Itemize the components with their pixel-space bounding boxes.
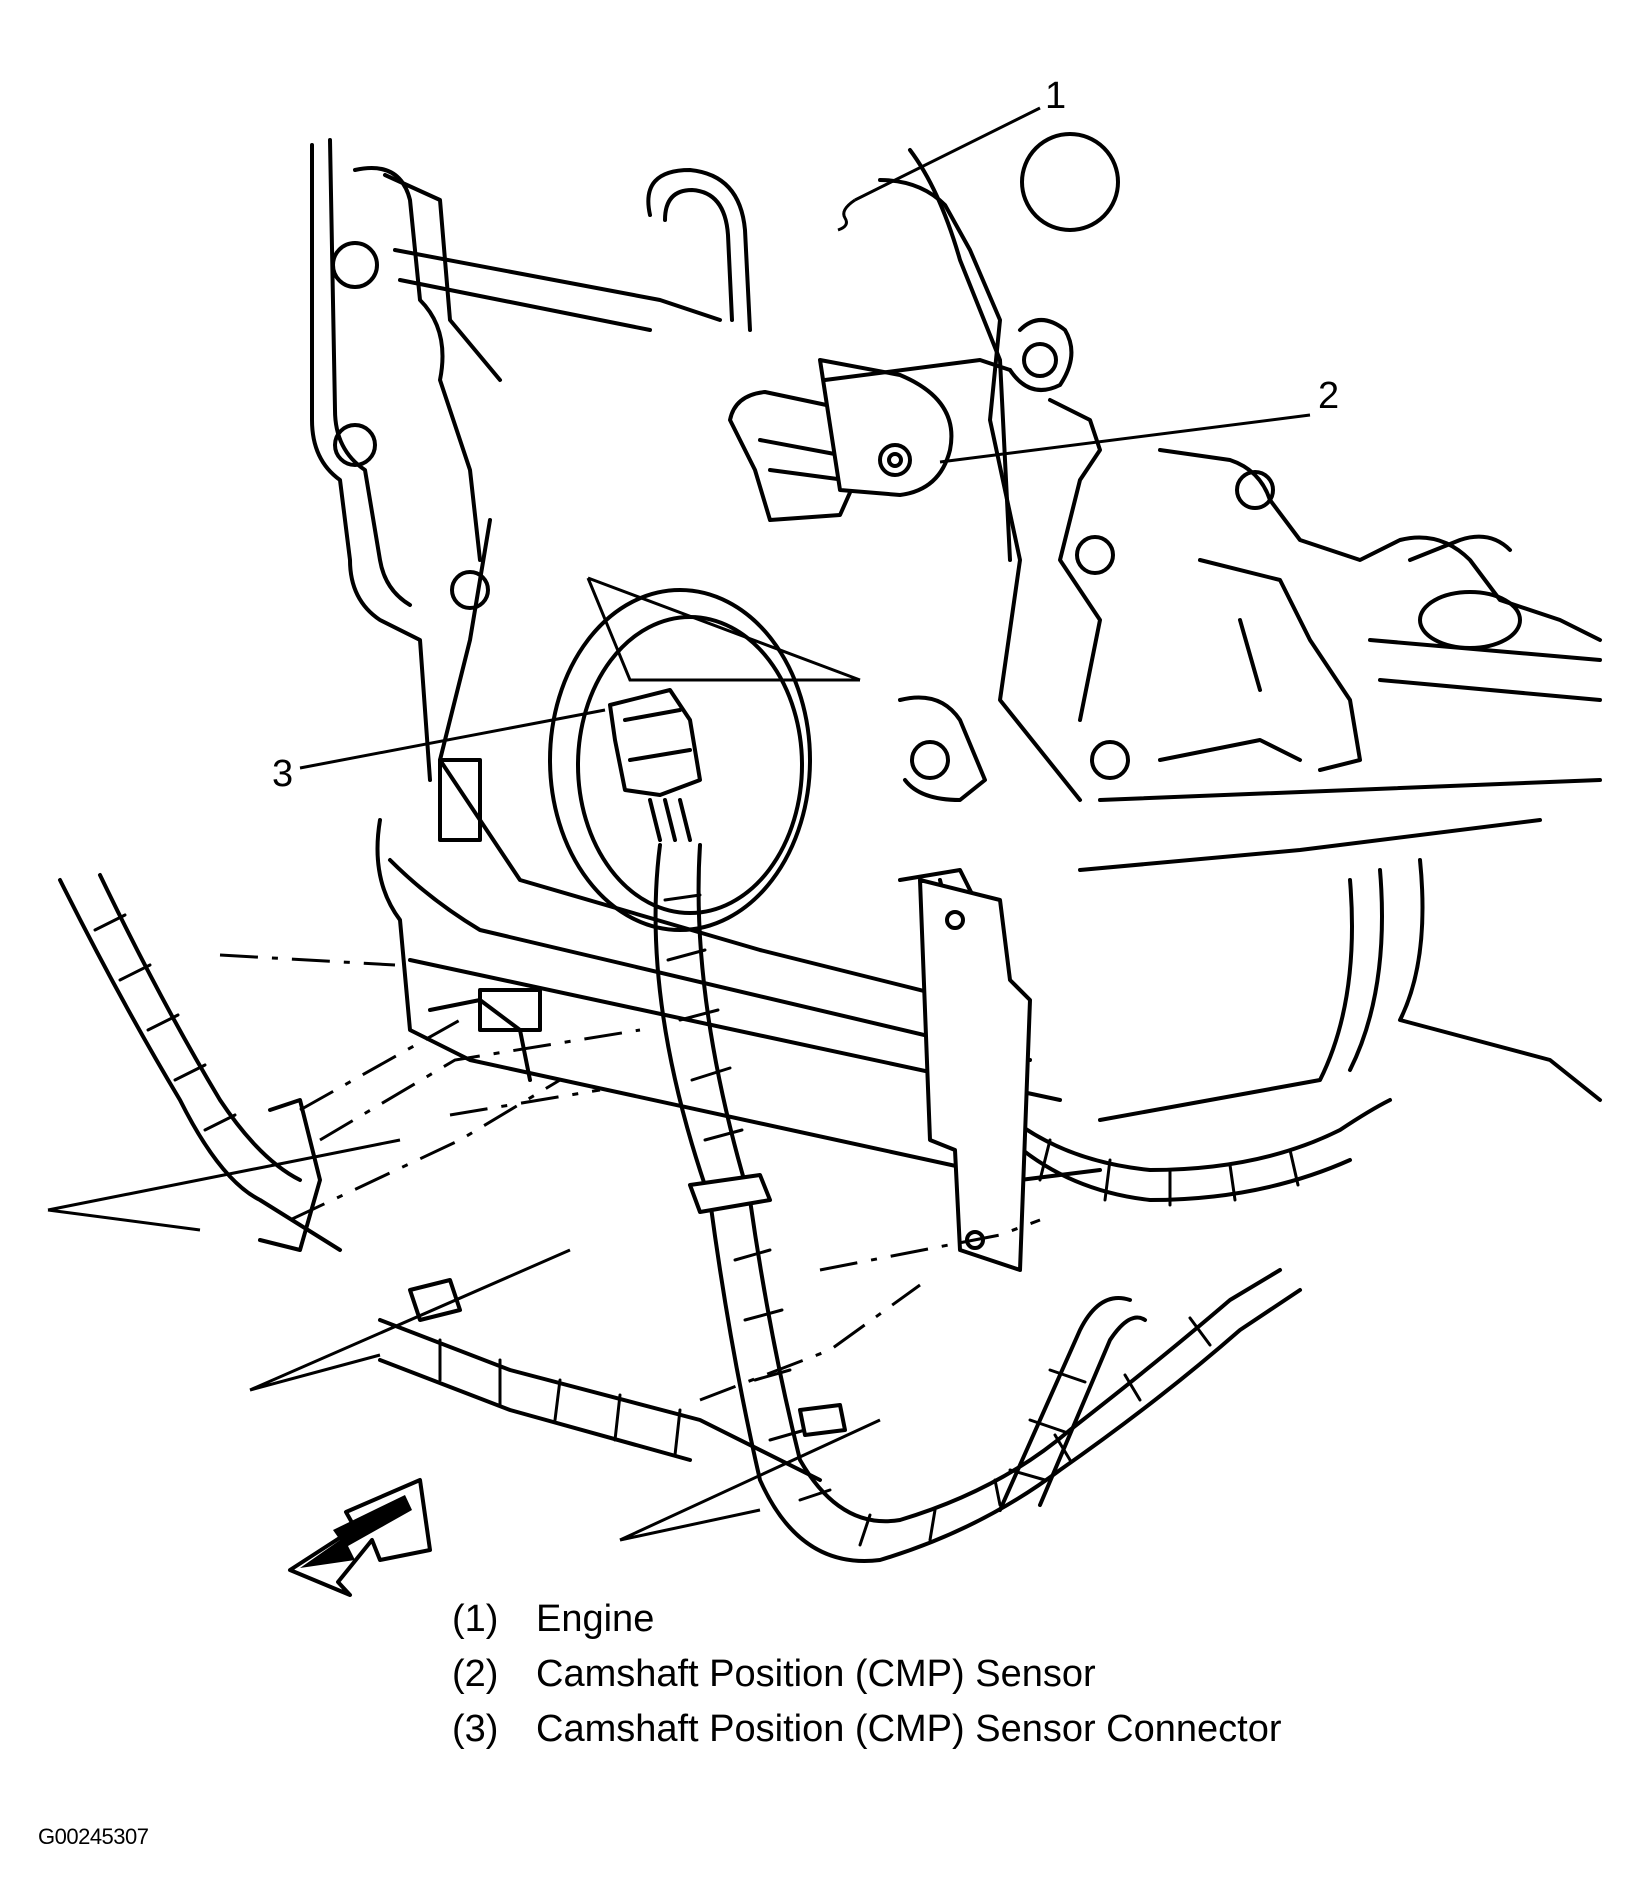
legend-label: Camshaft Position (CMP) Sensor Connector	[536, 1708, 1282, 1750]
legend-number: (1)	[452, 1598, 499, 1640]
front-direction-arrow-icon	[288, 1478, 432, 1597]
legend-item-cmp-sensor-connector: (3) Camshaft Position (CMP) Sensor Connec…	[452, 1702, 1282, 1757]
figure-id: G00245307	[38, 1824, 149, 1849]
legend: (1) Engine (2) Camshaft Position (CMP) Sen…	[452, 1592, 1282, 1757]
wiring-harness	[58, 843, 1392, 1563]
harness-bracket	[918, 878, 1032, 1272]
legend-number: (3)	[452, 1708, 499, 1750]
cmp-sensor	[728, 358, 1012, 522]
engine-block-left	[310, 138, 722, 782]
callout-leaders	[299, 106, 1311, 770]
location-dash-lines	[219, 953, 1041, 1402]
legend-label: Camshaft Position (CMP) Sensor	[536, 1653, 1096, 1695]
callout-2: 2	[1318, 375, 1339, 417]
callout-number-1: 1	[1045, 75, 1066, 117]
fastener-leaders	[47, 576, 881, 1542]
callout-number-2: 2	[1318, 375, 1339, 417]
cmp-sensor-connector	[608, 688, 702, 842]
callout-3: 3	[272, 753, 293, 795]
legend-label: Engine	[536, 1598, 655, 1640]
legend-item-engine: (1) Engine	[452, 1592, 1282, 1647]
legend-number: (2)	[452, 1653, 499, 1695]
callout-1: 1	[1045, 75, 1066, 117]
callout-number-3: 3	[272, 753, 293, 795]
engine-right-side	[1078, 448, 1602, 1122]
legend-item-cmp-sensor: (2) Camshaft Position (CMP) Sensor	[452, 1647, 1282, 1702]
front-cover	[438, 132, 1130, 1012]
